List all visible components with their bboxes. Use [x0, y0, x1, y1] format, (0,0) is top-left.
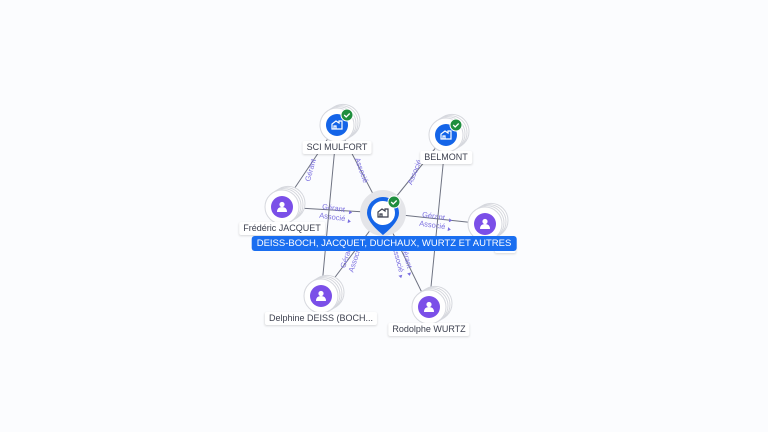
arrow-icon	[348, 210, 353, 215]
edge-label: Gérant	[303, 157, 318, 182]
arrow-icon	[447, 227, 451, 232]
building-icon	[377, 208, 389, 218]
edge-label: Gérant	[422, 210, 447, 222]
verified-check-icon	[387, 195, 401, 209]
edge-label: Gérant	[322, 202, 347, 214]
edge-label: Associé	[353, 156, 370, 184]
arrow-icon	[407, 272, 412, 276]
node-label-sci-mulfort[interactable]: SCI MULFORT	[302, 141, 372, 154]
edge-label: Associé	[419, 219, 446, 232]
node-frederic-jacquet[interactable]	[264, 185, 306, 225]
main-node-label[interactable]: DEISS-BOCH, JACQUET, DUCHAUX, WURTZ ET A…	[251, 236, 517, 251]
node-belmont[interactable]	[428, 113, 470, 153]
edge-label-group: Associé	[353, 156, 370, 184]
node-label-rodolphe-wurtz[interactable]: Rodolphe WURTZ	[388, 323, 470, 336]
edge-label: Associé	[319, 211, 346, 224]
verified-check-icon	[340, 108, 354, 122]
edge-label-group: Gérant	[303, 157, 318, 182]
node-sci-mulfort[interactable]	[319, 103, 361, 143]
main-node[interactable]	[360, 190, 406, 236]
main-node-inner	[371, 201, 395, 225]
node-delphine-deiss[interactable]	[303, 274, 345, 314]
building-icon	[331, 120, 343, 130]
person-icon	[316, 290, 326, 301]
person-icon	[277, 201, 287, 212]
building-icon	[440, 130, 452, 140]
node-label-delphine-deiss[interactable]: Delphine DEISS (BOCH...	[264, 312, 378, 325]
person-icon	[480, 218, 490, 229]
arrow-icon	[448, 218, 453, 223]
person-icon	[424, 301, 434, 312]
verified-check-icon	[449, 118, 463, 132]
arrow-icon	[398, 274, 403, 279]
arrow-icon	[347, 219, 351, 224]
node-label-frederic-jacquet[interactable]: Frédéric JACQUET	[239, 222, 325, 235]
node-rodolphe-wurtz[interactable]	[411, 285, 453, 325]
node-label-belmont[interactable]: BELMONT	[420, 151, 472, 164]
node-duchaux[interactable]	[467, 202, 509, 242]
